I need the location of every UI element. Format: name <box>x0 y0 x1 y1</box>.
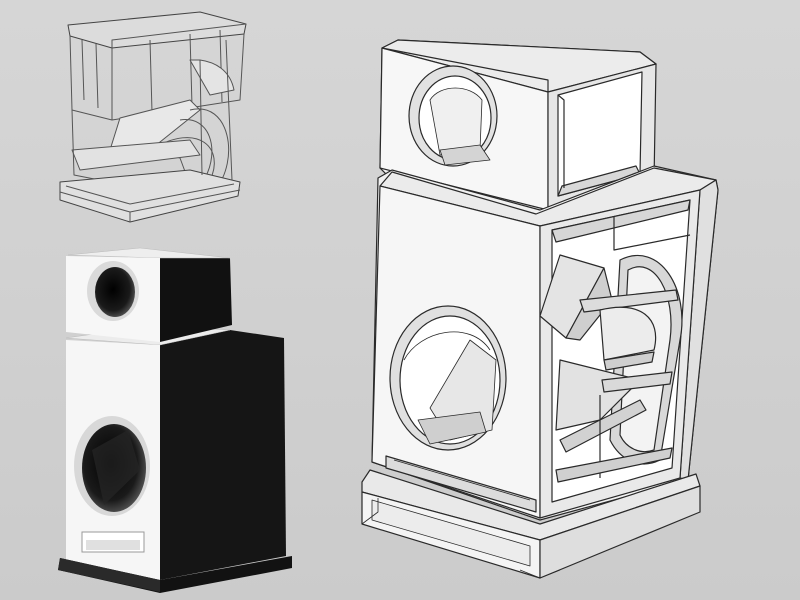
speaker-cabinet-cutaway-icon <box>361 39 719 579</box>
speaker-cabinet-wireframe-icon <box>59 11 247 223</box>
speaker-cabinet-shaded-icon <box>58 247 292 593</box>
